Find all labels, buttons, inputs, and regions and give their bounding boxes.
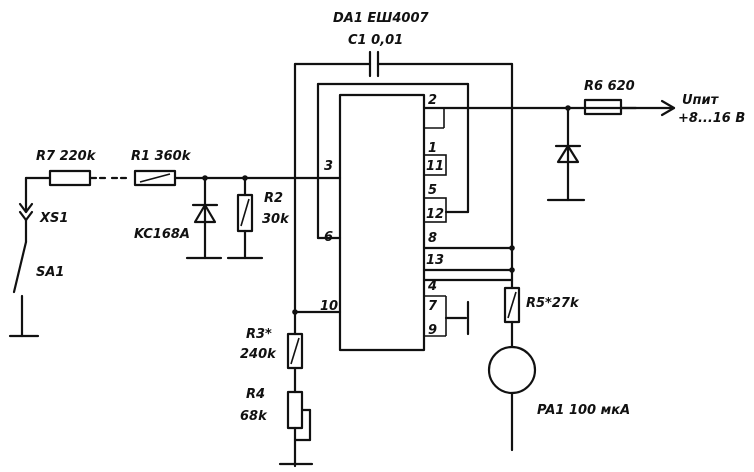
pin-4-label: 4 [427, 279, 437, 294]
pin-3-label: 3 [324, 159, 333, 174]
xs1-label: XS1 [39, 211, 68, 226]
switch-sa1 [8, 240, 40, 338]
supply-value: +8...16 B [678, 111, 745, 126]
zener-kc168a [185, 176, 223, 260]
capacitor-c1 [293, 50, 514, 78]
resistor-r3 [286, 310, 304, 394]
r4-value: 68k [240, 409, 268, 424]
pin-2-label: 2 [428, 93, 437, 108]
c1-label: C1 0,01 [348, 33, 403, 48]
r3-name: R3* [246, 327, 272, 342]
resistor-r5 [503, 286, 521, 349]
pin-boxes [422, 106, 638, 337]
connector-xs1 [18, 202, 34, 244]
pin-7-label: 7 [428, 299, 438, 314]
r5-label: R5*27k [526, 296, 580, 311]
r7-label: R7 220k [36, 149, 97, 164]
pin-1-label: 1 [428, 141, 437, 156]
sa1-label: SA1 [36, 265, 64, 280]
supply-name: Uпит [682, 93, 720, 108]
pin-11-label: 11 [426, 159, 444, 174]
supply-arrow-icon [619, 99, 676, 117]
pin-9-label: 9 [428, 323, 437, 338]
zener-supply [546, 106, 586, 202]
pin-5-label: 5 [428, 183, 437, 198]
pin-6-label: 6 [324, 230, 333, 245]
pin-13-label: 13 [426, 253, 444, 268]
r2-name: R2 [264, 191, 283, 206]
ic-title: DA1 EШ4007 [333, 11, 429, 26]
pin-10-label: 10 [320, 299, 338, 314]
r6-label: R6 620 [584, 79, 635, 94]
r1-label: R1 360k [131, 149, 192, 164]
resistor-r4 [278, 390, 314, 468]
meter-pa1 [487, 345, 537, 452]
pa1-label: PA1 100 мкА [537, 403, 630, 418]
input-chain [24, 169, 342, 212]
resistor-r2 [226, 176, 264, 260]
pin-8-label: 8 [428, 231, 437, 246]
zener-label: KC168A [134, 227, 190, 242]
pin-12-label: 12 [426, 207, 444, 222]
r4-name: R4 [246, 387, 265, 402]
ic-da1-body [338, 93, 426, 352]
r3-value: 240k [240, 347, 277, 362]
r2-value: 30k [262, 212, 290, 227]
